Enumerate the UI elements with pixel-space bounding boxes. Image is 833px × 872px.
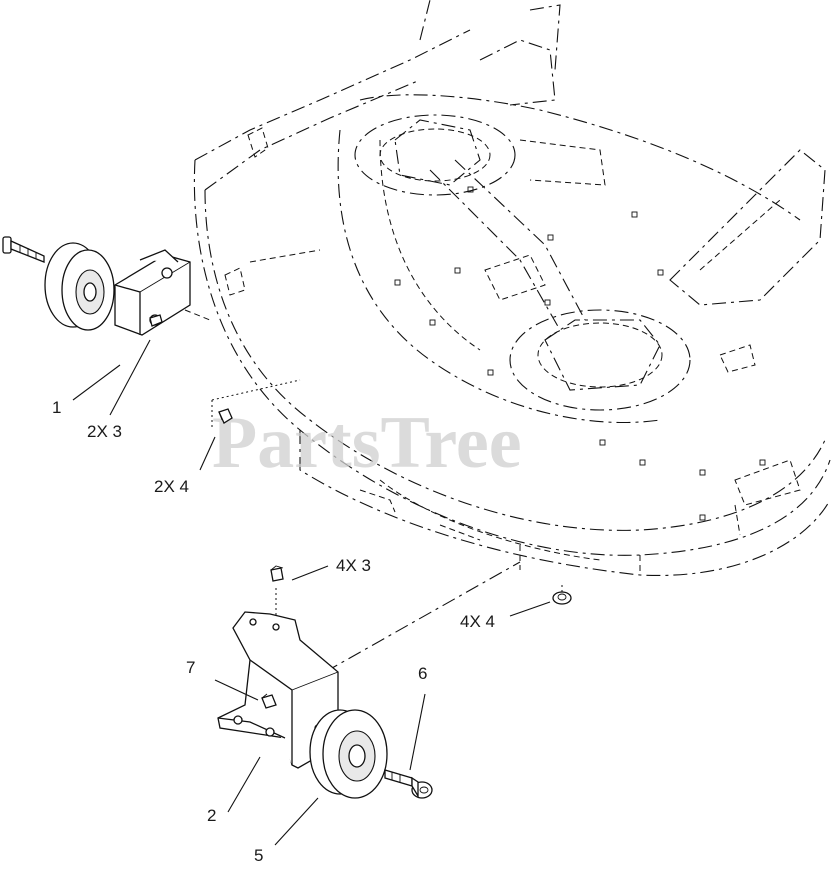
callout-4x4: 4X 4 [460, 612, 495, 631]
flange-nut-upper [211, 379, 301, 430]
leader-lines [72, 339, 551, 846]
axle-bolt-icon [2, 236, 45, 263]
watermark-text: PartsTree [212, 402, 522, 484]
callout-5: 5 [254, 846, 263, 865]
lower-anti-scalp-wheel-assembly [217, 561, 572, 799]
carriage-bolt-icon [270, 565, 284, 582]
upper-anti-scalp-wheel-assembly [2, 236, 211, 336]
callout-2x3-upper: 2X 3 [87, 422, 122, 441]
mower-deck [193, 0, 831, 577]
caster-wheel-icon [309, 709, 388, 799]
wheel-bracket-icon [114, 249, 191, 336]
callout-6: 6 [418, 664, 427, 683]
flange-nut-icon [552, 591, 572, 605]
callout-2: 2 [207, 806, 216, 825]
wheel-icon [44, 242, 115, 331]
callout-2x4: 2X 4 [154, 477, 189, 496]
shoulder-bolt-icon [384, 769, 433, 799]
callout-1: 1 [52, 398, 61, 417]
deck-holes [394, 186, 766, 521]
hex-bolt-icon [261, 693, 277, 709]
caster-bracket-icon [217, 611, 339, 769]
callout-4x3: 4X 3 [336, 556, 371, 575]
callout-7: 7 [186, 658, 195, 677]
